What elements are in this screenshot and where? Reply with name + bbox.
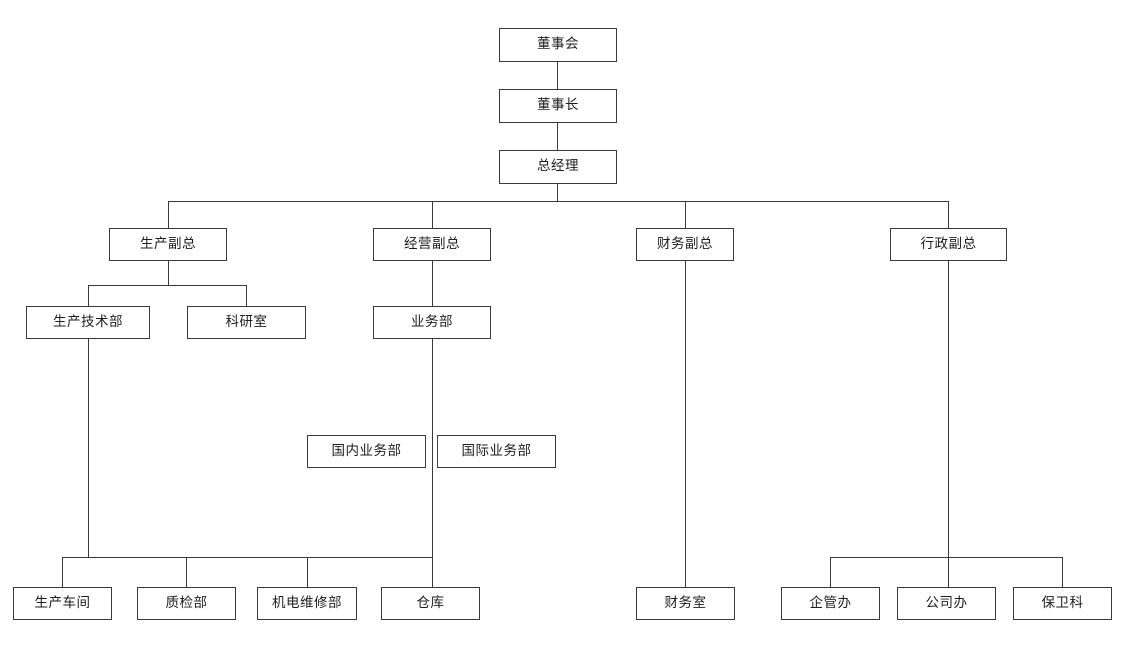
node-international-business-dept[interactable]: 国际业务部: [437, 435, 556, 468]
connector-general-manager-drop: [557, 184, 558, 202]
node-finance-office-label: 财务室: [664, 594, 707, 611]
node-warehouse-label: 仓库: [416, 594, 445, 611]
node-production-tech-dept-label: 生产技术部: [53, 313, 123, 330]
node-production-tech-dept[interactable]: 生产技术部: [26, 306, 150, 339]
node-enterprise-management-office[interactable]: 企管办: [781, 587, 880, 620]
connector-bus-to-vp-finance: [685, 201, 686, 229]
connector-bus-to-production-tech-dept: [88, 285, 89, 307]
connector-business-dept-drop: [432, 339, 433, 587]
node-vp-admin-label: 行政副总: [920, 235, 977, 252]
connector-board-to-chairman: [557, 62, 558, 90]
connector-lower-left-bus: [62, 557, 433, 558]
node-domestic-business-dept-label: 国内业务部: [331, 442, 402, 459]
node-vp-production[interactable]: 生产副总: [109, 228, 227, 261]
node-quality-inspection-dept[interactable]: 质检部: [137, 587, 236, 620]
node-vp-finance[interactable]: 财务副总: [636, 228, 734, 261]
connector-chairman-to-general-manager: [557, 123, 558, 151]
node-security-section-label: 保卫科: [1041, 594, 1084, 611]
connector-vp-bus: [168, 201, 949, 202]
node-business-dept[interactable]: 业务部: [373, 306, 491, 339]
node-vp-operations-label: 经营副总: [404, 235, 460, 252]
connector-production-tech-dept-drop: [88, 339, 89, 558]
connector-bus-to-enterprise-management-office: [830, 557, 831, 587]
node-quality-inspection-dept-label: 质检部: [165, 594, 208, 611]
connector-vp-operations-to-business-dept: [432, 261, 433, 307]
connector-bus-to-company-office: [948, 557, 949, 587]
node-research-lab-label: 科研室: [225, 313, 268, 330]
node-board[interactable]: 董事会: [499, 28, 617, 62]
connector-bus-to-electromechanical-repair-dept: [307, 557, 308, 587]
connector-lower-right-bus: [830, 557, 1063, 558]
node-chairman[interactable]: 董事长: [499, 89, 617, 123]
connector-vp-production-drop: [168, 261, 169, 286]
node-production-workshop[interactable]: 生产车间: [13, 587, 112, 620]
node-domestic-business-dept[interactable]: 国内业务部: [307, 435, 426, 468]
connector-bus-to-security-section: [1062, 557, 1063, 587]
node-warehouse[interactable]: 仓库: [381, 587, 480, 620]
connector-vp-finance-to-finance-office: [685, 261, 686, 587]
node-vp-finance-label: 财务副总: [657, 235, 713, 252]
node-international-business-dept-label: 国际业务部: [461, 442, 532, 459]
connector-vp-admin-drop: [948, 261, 949, 558]
node-general-manager[interactable]: 总经理: [499, 150, 617, 184]
node-electromechanical-repair-dept[interactable]: 机电维修部: [257, 587, 357, 620]
connector-bus-to-research-lab: [246, 285, 247, 307]
node-production-workshop-label: 生产车间: [34, 594, 91, 611]
node-business-dept-label: 业务部: [411, 313, 453, 330]
node-finance-office[interactable]: 财务室: [636, 587, 735, 620]
node-research-lab[interactable]: 科研室: [187, 306, 306, 339]
connector-bus-to-vp-admin: [948, 201, 949, 229]
node-enterprise-management-office-label: 企管办: [809, 594, 852, 611]
node-vp-operations[interactable]: 经营副总: [373, 228, 491, 261]
connector-bus-to-vp-production: [168, 201, 169, 229]
connector-bus-to-quality-inspection-dept: [186, 557, 187, 587]
node-security-section[interactable]: 保卫科: [1013, 587, 1112, 620]
node-electromechanical-repair-dept-label: 机电维修部: [272, 594, 342, 611]
connector-production-bus: [88, 285, 247, 286]
node-vp-admin[interactable]: 行政副总: [890, 228, 1007, 261]
node-general-manager-label: 总经理: [537, 158, 579, 175]
node-company-office[interactable]: 公司办: [897, 587, 996, 620]
node-vp-production-label: 生产副总: [140, 235, 196, 252]
connector-bus-to-production-workshop: [62, 557, 63, 587]
node-board-label: 董事会: [537, 36, 579, 53]
node-chairman-label: 董事长: [537, 97, 579, 114]
connector-bus-to-vp-operations: [432, 201, 433, 229]
node-company-office-label: 公司办: [925, 594, 968, 611]
